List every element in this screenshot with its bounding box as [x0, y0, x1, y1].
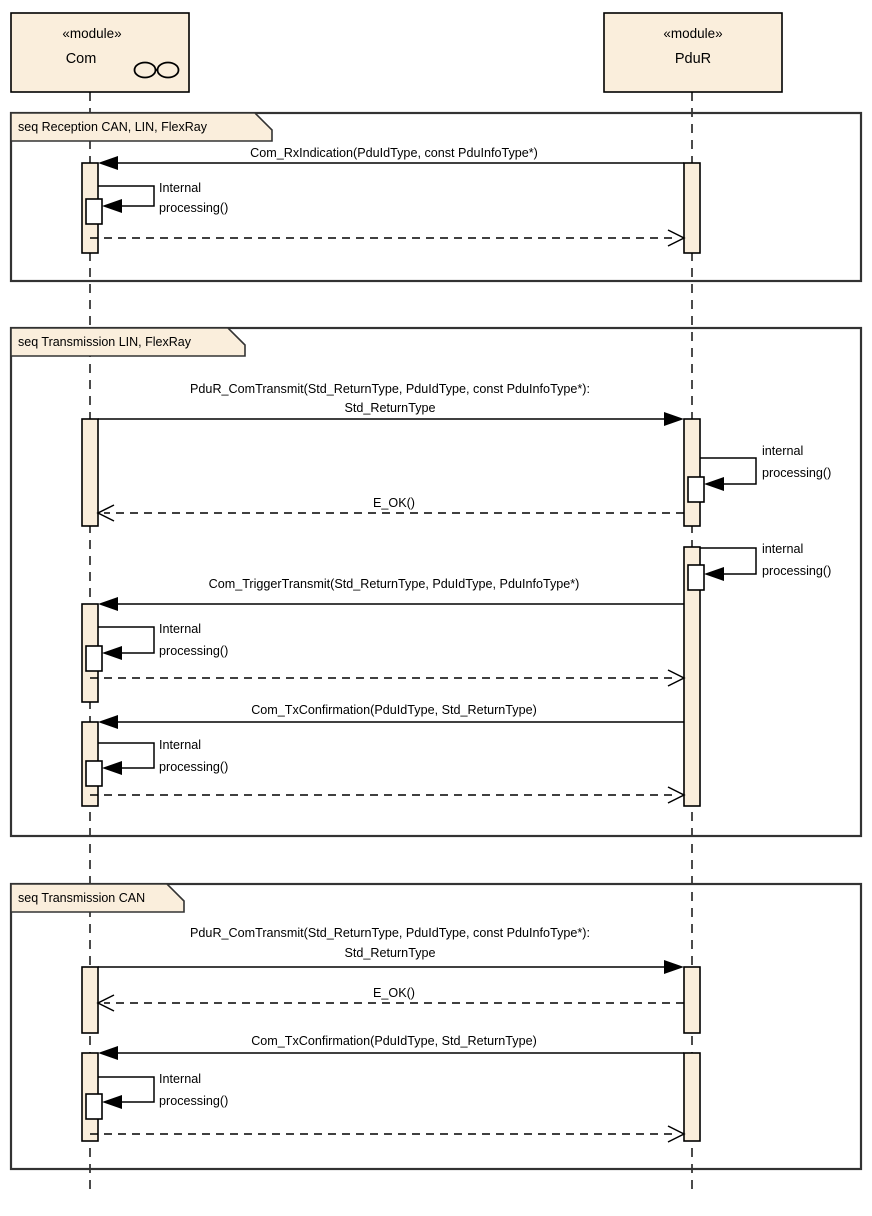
participant-pdur[interactable]: «module» PduR — [603, 12, 783, 93]
return-message-eok-2[interactable]: E_OK() — [96, 986, 684, 1012]
return-message-label-eok-2: E_OK() — [373, 986, 415, 1000]
self-message-label-line1-pdur-1: internal — [762, 444, 803, 458]
message-label-com-txconfirmation-can: Com_TxConfirmation(PduIdType, Std_Return… — [251, 1034, 537, 1048]
activation-pdur-3a — [683, 966, 701, 1034]
fragment-label-transmission-can: seq Transmission CAN — [18, 891, 145, 905]
fragment-frame-transmission-lin — [9, 326, 863, 838]
fragment-label-tab-reception — [10, 112, 273, 142]
return-message-com-to-pdur-3[interactable] — [90, 786, 686, 804]
nested-activation-com-4 — [85, 1093, 103, 1120]
self-message-label-line2-com-2: processing() — [159, 644, 228, 658]
fragment-frame-reception — [9, 111, 863, 283]
nested-activation-com-2 — [85, 645, 103, 672]
nested-activation-pdur-2 — [687, 564, 705, 591]
message-label-com-txconfirmation-lin: Com_TxConfirmation(PduIdType, Std_Return… — [251, 703, 537, 717]
fragment-label-tab-transmission-lin — [10, 327, 246, 357]
return-message-eok-1[interactable]: E_OK() — [96, 496, 684, 522]
message-label-com-rxindication: Com_RxIndication(PduIdType, const PduInf… — [250, 146, 538, 160]
self-message-com-4[interactable]: Internal processing() — [85, 1072, 228, 1120]
message-com-rxindication[interactable]: Com_RxIndication(PduIdType, const PduInf… — [98, 146, 684, 170]
activation-com-2a — [81, 418, 99, 527]
self-message-label-line1-com-2: Internal — [159, 622, 201, 636]
return-message-com-to-pdur-1[interactable] — [90, 229, 686, 247]
self-message-com-2[interactable]: Internal processing() — [85, 622, 228, 672]
self-message-label-line2-pdur-2: processing() — [762, 564, 831, 578]
participant-name-pdur: PduR — [675, 51, 711, 67]
message-pdur-comtransmit-can[interactable]: PduR_ComTransmit(Std_ReturnType, PduIdTy… — [98, 926, 684, 974]
fragment-transmission-can[interactable]: seq Transmission CAN PduR_ComTransmit(St… — [9, 882, 863, 1171]
participant-stereotype-pdur: «module» — [663, 26, 722, 41]
message-label-pdur-comtransmit-can-line2: Std_ReturnType — [344, 946, 435, 960]
self-message-pdur-2[interactable]: internal processing() — [687, 542, 831, 591]
self-message-label-line1-com-4: Internal — [159, 1072, 201, 1086]
lifelines — [89, 92, 693, 1190]
participant-name-com: Com — [66, 51, 97, 67]
return-message-com-to-pdur-2[interactable] — [90, 669, 686, 687]
self-message-com-1[interactable]: Internal processing() — [85, 181, 228, 225]
participant-box-pdur[interactable] — [603, 12, 783, 93]
ball-and-socket-interface-icon — [133, 61, 180, 79]
self-message-label-line1-com-1: Internal — [159, 181, 201, 195]
self-message-label-line1-com-3: Internal — [159, 738, 201, 752]
activation-pdur-2b — [683, 546, 701, 807]
activation-com-3a — [81, 966, 99, 1034]
fragment-transmission-lin-flexray[interactable]: seq Transmission LIN, FlexRay PduR_ComTr… — [9, 326, 863, 838]
message-com-txconfirmation-can[interactable]: Com_TxConfirmation(PduIdType, Std_Return… — [98, 1034, 684, 1060]
self-message-label-line2-pdur-1: processing() — [762, 466, 831, 480]
self-message-label-line1-pdur-2: internal — [762, 542, 803, 556]
message-label-pdur-comtransmit-lin-line1: PduR_ComTransmit(Std_ReturnType, PduIdTy… — [190, 382, 590, 396]
return-message-label-eok-1: E_OK() — [373, 496, 415, 510]
message-com-txconfirmation-lin[interactable]: Com_TxConfirmation(PduIdType, Std_Return… — [98, 703, 684, 729]
fragment-label-tab-transmission-can — [10, 883, 185, 913]
participant-box-com[interactable] — [10, 12, 190, 93]
self-message-label-line2-com-1: processing() — [159, 201, 228, 215]
nested-activation-pdur-1 — [687, 476, 705, 503]
message-label-com-triggertransmit: Com_TriggerTransmit(Std_ReturnType, PduI… — [209, 577, 580, 591]
fragment-frame-transmission-can — [9, 882, 863, 1171]
message-pdur-comtransmit-lin[interactable]: PduR_ComTransmit(Std_ReturnType, PduIdTy… — [98, 382, 684, 426]
fragment-reception[interactable]: seq Reception CAN, LIN, FlexRay Com_RxIn… — [9, 111, 863, 283]
message-com-triggertransmit[interactable]: Com_TriggerTransmit(Std_ReturnType, PduI… — [98, 577, 684, 611]
message-label-pdur-comtransmit-can-line1: PduR_ComTransmit(Std_ReturnType, PduIdTy… — [190, 926, 590, 940]
participant-stereotype-com: «module» — [62, 26, 121, 41]
self-message-label-line2-com-3: processing() — [159, 760, 228, 774]
self-message-pdur-1[interactable]: internal processing() — [687, 444, 831, 503]
self-message-label-line2-com-4: processing() — [159, 1094, 228, 1108]
nested-activation-com-1 — [85, 198, 103, 225]
nested-activation-com-3 — [85, 760, 103, 787]
participant-com[interactable]: «module» Com — [10, 12, 190, 93]
activation-pdur-1 — [683, 162, 701, 254]
self-message-com-3[interactable]: Internal processing() — [85, 738, 228, 787]
fragment-label-transmission-lin: seq Transmission LIN, FlexRay — [18, 335, 192, 349]
activation-pdur-3b — [683, 1052, 701, 1142]
fragment-label-reception: seq Reception CAN, LIN, FlexRay — [18, 120, 208, 134]
message-label-pdur-comtransmit-lin-line2: Std_ReturnType — [344, 401, 435, 415]
activation-pdur-2a — [683, 418, 701, 527]
return-message-com-to-pdur-4[interactable] — [90, 1125, 686, 1143]
